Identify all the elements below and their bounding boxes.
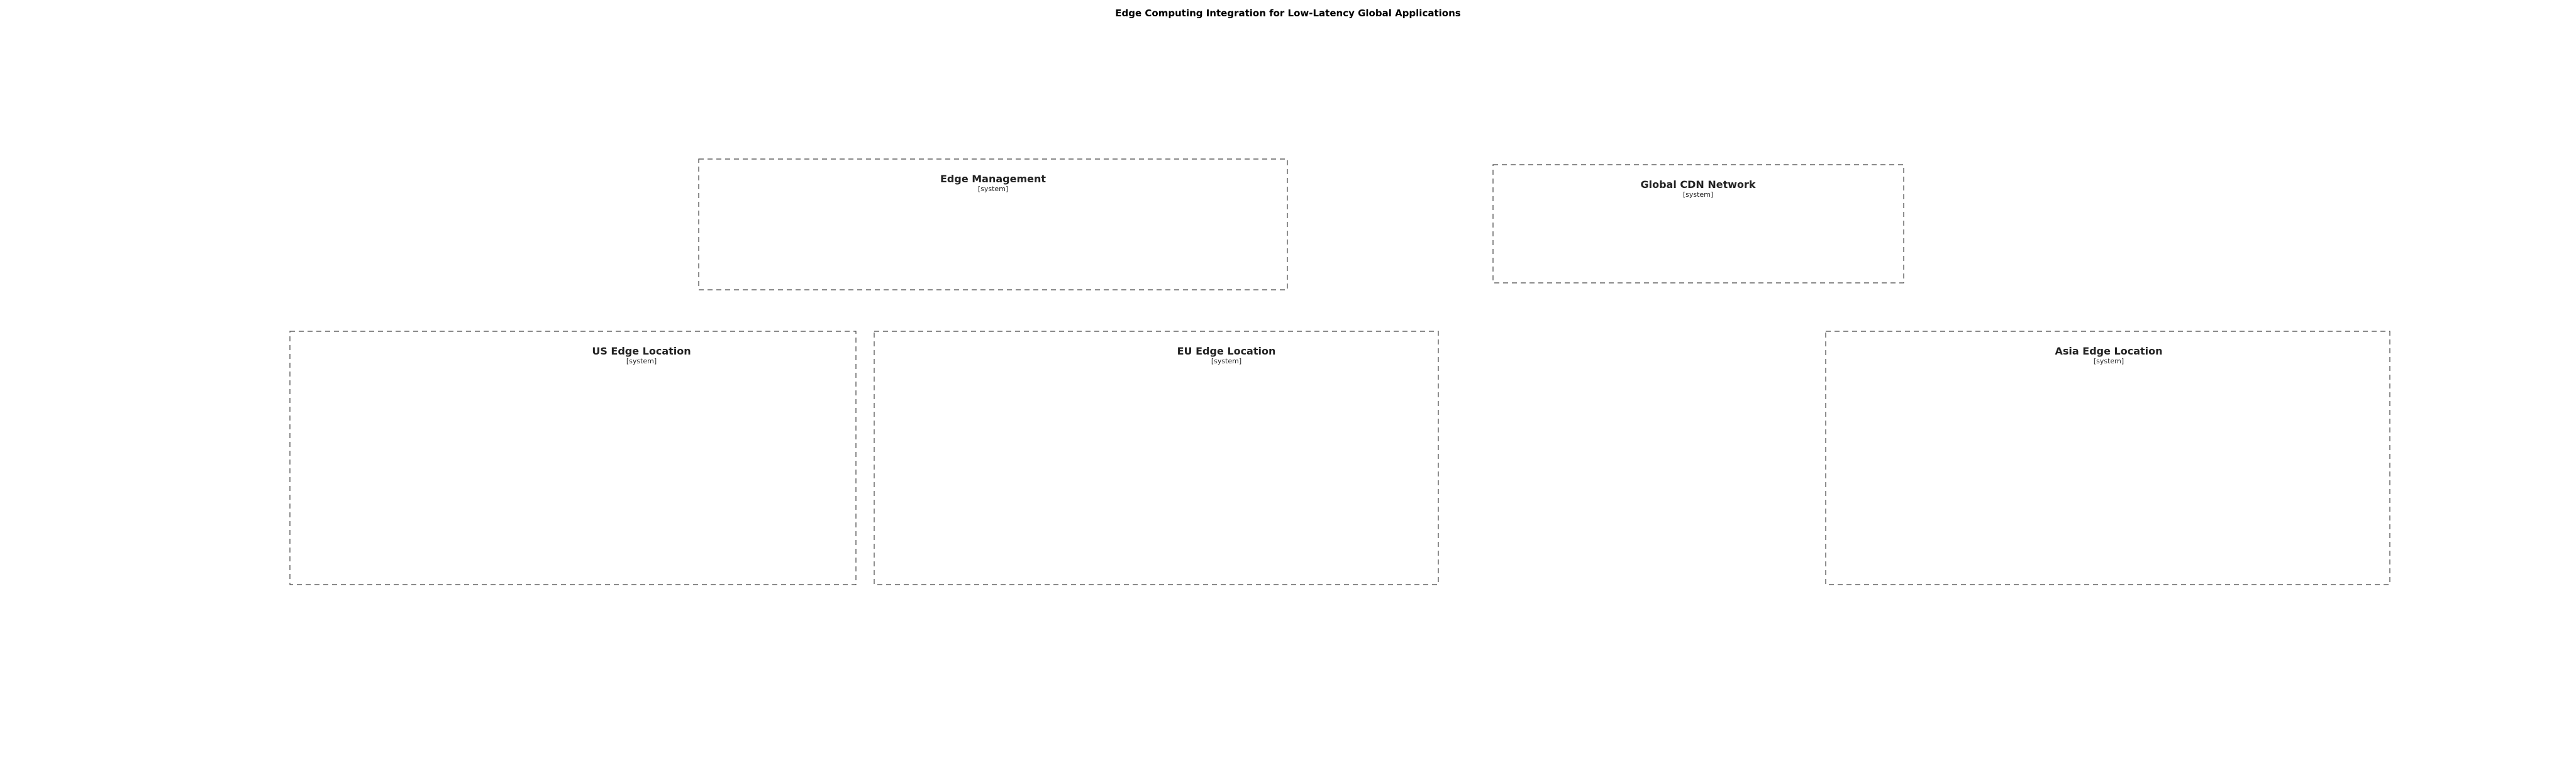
boundary-eu-edge: EU Edge Location [system] (874, 331, 1439, 585)
boundary-global-cdn: Global CDN Network [system] (1492, 164, 1904, 284)
boundary-title: US Edge Location (592, 345, 691, 357)
boundary-subtitle: [system] (978, 185, 1008, 193)
boundary-title: EU Edge Location (1177, 345, 1276, 357)
boundary-asia-edge: Asia Edge Location [system] (1825, 331, 2390, 585)
boundary-subtitle: [system] (1211, 357, 1241, 365)
boundary-title: Asia Edge Location (2055, 345, 2163, 357)
diagram-title: Edge Computing Integration for Low-Laten… (1115, 8, 1461, 19)
boundary-title: Edge Management (940, 173, 1046, 185)
boundary-title: Global CDN Network (1640, 179, 1755, 190)
boundary-subtitle: [system] (1683, 190, 1713, 199)
boundary-us-edge: US Edge Location [system] (289, 331, 857, 585)
boundary-subtitle: [system] (2094, 357, 2124, 365)
boundary-subtitle: [system] (626, 357, 657, 365)
boundary-edge-management: Edge Management [system] (698, 158, 1288, 290)
